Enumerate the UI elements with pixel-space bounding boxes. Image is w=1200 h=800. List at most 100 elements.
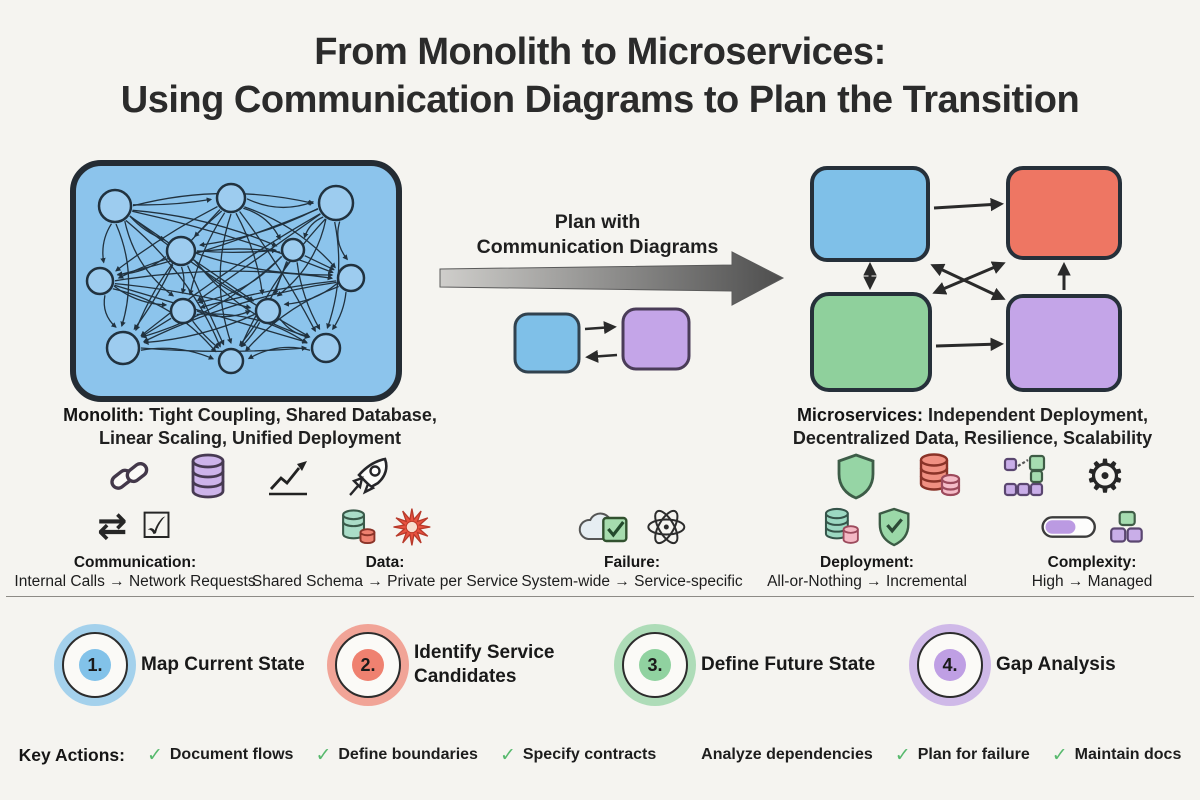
check-icon: ✓ bbox=[146, 744, 163, 766]
check-icon: ✓ bbox=[894, 744, 911, 766]
check-icon: ✓ bbox=[315, 744, 332, 766]
key-actions-row: Key Actions: ✓ Document flows ✓ Define bou… bbox=[0, 744, 1200, 766]
progress-pill-icon bbox=[1041, 516, 1096, 538]
monolith-caption: Monolith: Tight Coupling, Shared Databas… bbox=[40, 404, 460, 450]
monolith-edges bbox=[100, 192, 348, 360]
comparison-communication: ⇄ ☑ Communication: Internal Calls → Netw… bbox=[14, 506, 255, 591]
checked-box-icon: ☑ bbox=[140, 506, 173, 547]
mini-service-blue bbox=[513, 312, 581, 374]
comparison-deployment: Deployment: All-or-Nothing → Incremental bbox=[767, 506, 967, 591]
building-blocks-icon bbox=[1004, 454, 1046, 497]
service-box-purple bbox=[1006, 294, 1122, 392]
rocket-icon bbox=[349, 457, 388, 496]
microservices-icons-row: ⚙ bbox=[780, 450, 1180, 502]
transition-arrow-icon bbox=[439, 251, 785, 306]
mini-arrow-left bbox=[585, 349, 618, 363]
microservices-label: Microservices: bbox=[796, 405, 924, 425]
microservices-caption-line1: Microservices: Independent Deployment, bbox=[770, 404, 1175, 427]
step-label: Identify Service Candidates bbox=[414, 642, 555, 687]
database-stack-icon bbox=[825, 507, 860, 544]
mini-service-purple bbox=[621, 307, 691, 371]
comparison-complexity: Complexity: High → Managed bbox=[1031, 506, 1153, 591]
transition-label-line2: Communication Diagrams bbox=[476, 236, 719, 258]
monolith-caption-line1: Monolith: Tight Coupling, Shared Databas… bbox=[40, 404, 460, 427]
microservices-desc-1: Independent Deployment, bbox=[923, 405, 1149, 425]
monolith-desc-2: Linear Scaling, Unified Deployment bbox=[98, 428, 402, 448]
key-action-item: ✓ Plan for failure bbox=[895, 744, 1030, 766]
transition-label: Plan with Communication Diagrams bbox=[430, 210, 765, 260]
monolith-diagram bbox=[70, 160, 402, 402]
swap-arrows-icon: ⇄ bbox=[97, 506, 128, 547]
step-label: Gap Analysis bbox=[996, 654, 1116, 675]
title-line-2: Using Communication Diagrams to Plan the… bbox=[120, 79, 1080, 121]
service-box-green bbox=[810, 292, 932, 392]
key-action-text: Define boundaries bbox=[338, 746, 478, 763]
microservices-caption: Microservices: Independent Deployment, D… bbox=[770, 404, 1175, 450]
service-arrows bbox=[863, 197, 1071, 352]
monolith-desc-1: Tight Coupling, Shared Database, bbox=[144, 405, 437, 425]
comparison-title: Deployment: bbox=[820, 554, 914, 571]
monolith-nodes bbox=[85, 182, 366, 375]
comparison-title: Failure: bbox=[604, 554, 660, 571]
mini-arrow-right bbox=[584, 321, 617, 335]
atom-icon bbox=[647, 509, 686, 545]
check-icon: ✓ bbox=[499, 744, 516, 766]
blocks-icon bbox=[1109, 510, 1143, 543]
mini-communication-diagram bbox=[513, 307, 691, 374]
microservices-desc-2: Decentralized Data, Resilience, Scalabil… bbox=[792, 428, 1153, 448]
database-split-icon bbox=[341, 509, 375, 545]
key-action-text: Document flows bbox=[169, 746, 294, 763]
key-action-text: Plan for failure bbox=[917, 746, 1030, 763]
step-label: Map Current State bbox=[141, 654, 305, 675]
comparison-icons bbox=[521, 506, 742, 548]
transition-label-line1: Plan with bbox=[554, 211, 641, 233]
comparison-subtitle: High → Managed bbox=[1031, 573, 1153, 590]
microservices-diagram bbox=[810, 166, 1122, 392]
step-number: 4. bbox=[934, 649, 966, 681]
key-action-text: Analyze dependencies bbox=[701, 746, 873, 763]
cloud-check-icon bbox=[578, 512, 628, 543]
comparison-subtitle: Internal Calls → Network Requests bbox=[14, 573, 256, 590]
comparison-data: Data: Shared Schema → Private per Servic… bbox=[252, 506, 518, 591]
step-number: 3. bbox=[639, 649, 671, 681]
key-action-item: ✓ Document flows bbox=[147, 744, 293, 766]
burst-icon bbox=[392, 508, 430, 546]
key-action-item: ✓Analyze dependencies bbox=[678, 744, 873, 766]
comparison-failure: Failure: System-wide → Service-specific bbox=[521, 506, 743, 591]
databases-icon bbox=[920, 453, 961, 497]
comparison-icons: ⇄ ☑ bbox=[14, 506, 255, 548]
shield-check-icon bbox=[879, 507, 910, 547]
monolith-icons-row bbox=[40, 450, 460, 502]
key-action-item: ✓ Specify contracts bbox=[500, 744, 656, 766]
comparison-icons bbox=[1032, 506, 1153, 548]
database-icon bbox=[191, 453, 225, 499]
key-action-item: ✓ Define boundaries bbox=[315, 744, 478, 766]
comparison-subtitle: System-wide → Service-specific bbox=[521, 573, 743, 590]
title-line-1: From Monolith to Microservices: bbox=[314, 31, 886, 73]
key-actions-label: Key Actions: bbox=[18, 744, 125, 765]
growth-chart-icon bbox=[269, 461, 307, 496]
key-action-item: ✓ Maintain docs bbox=[1052, 744, 1182, 766]
monolith-label: Monolith: bbox=[63, 405, 145, 425]
comparison-title: Communication: bbox=[73, 554, 197, 571]
page-title: From Monolith to Microservices: Using Co… bbox=[0, 28, 1200, 124]
section-divider bbox=[6, 596, 1194, 597]
chain-link-icon bbox=[110, 461, 149, 490]
comparison-title: Data: bbox=[365, 554, 405, 571]
step-number: 2. bbox=[352, 649, 384, 681]
comparison-subtitle: Shared Schema → Private per Service bbox=[251, 573, 519, 590]
step-number: 1. bbox=[79, 649, 111, 681]
comparison-icons bbox=[252, 506, 518, 548]
service-box-red bbox=[1006, 166, 1122, 260]
step-label: Define Future State bbox=[701, 654, 876, 675]
comparison-title: Complexity: bbox=[1047, 554, 1137, 571]
step-ring bbox=[335, 632, 401, 698]
shield-icon bbox=[837, 453, 875, 500]
check-icon: ✓ bbox=[1051, 744, 1068, 766]
comparison-subtitle: All-or-Nothing → Incremental bbox=[767, 573, 967, 590]
key-action-text: Specify contracts bbox=[522, 746, 657, 763]
comparison-icons bbox=[767, 506, 967, 548]
key-action-text: Maintain docs bbox=[1074, 746, 1182, 763]
service-box-blue bbox=[810, 166, 930, 262]
